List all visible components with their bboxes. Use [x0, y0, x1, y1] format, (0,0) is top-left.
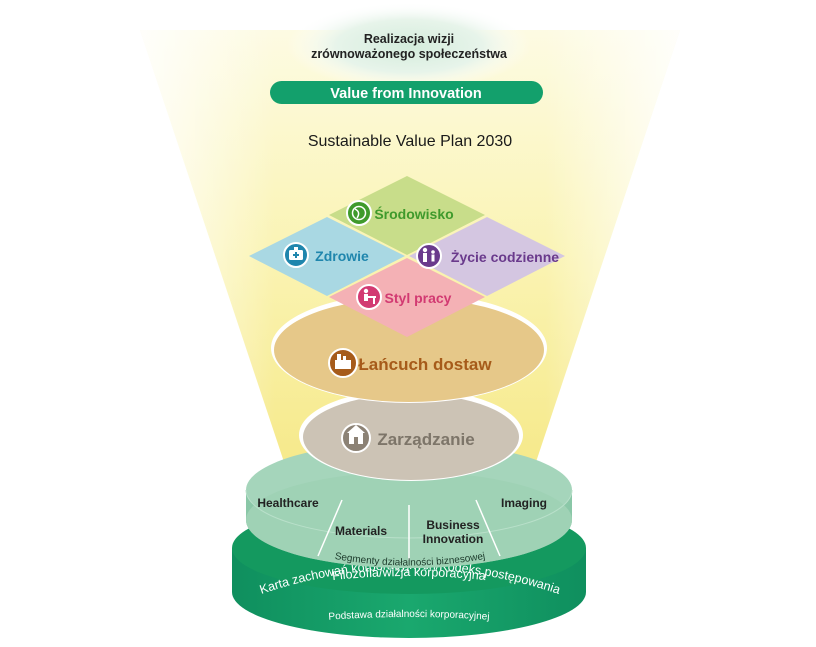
segment-divider: [475, 499, 501, 557]
theme-daily-life-tile: [409, 217, 565, 296]
foundation-philosophy-text: Filozofia/wizja korporacyjna: [332, 565, 487, 583]
desk-worker-icon: [356, 284, 382, 310]
theme-work-style-label: Styl pracy: [385, 290, 452, 306]
svg-text:Value from Innovation: Value from Innovation: [330, 86, 481, 102]
plan-title: Sustainable Value Plan 2030: [308, 133, 512, 150]
segment-materials: Materials: [335, 524, 387, 538]
segment-divider: [317, 499, 343, 557]
foundation-caption: Podstawa działalności korporacyjnej: [328, 609, 490, 623]
theme-environment-tile: [329, 176, 485, 255]
factory-icon: [328, 348, 358, 378]
theme-environment-label: Środowisko: [374, 205, 453, 222]
family-icon: [416, 243, 442, 269]
medical-kit-icon: [283, 242, 309, 268]
building-icon: [341, 423, 371, 453]
theme-work-style-tile: [329, 258, 485, 337]
value-from-innovation-banner: Value from Innovation: [270, 81, 543, 104]
theme-health-tile: [249, 217, 405, 296]
globe-icon: [346, 200, 372, 226]
supply-chain-layer: Łańcuch dostaw: [271, 293, 547, 403]
theme-health-label: Zdrowie: [315, 248, 369, 264]
segment-imaging: Imaging: [501, 496, 547, 510]
segment-healthcare: Healthcare: [257, 496, 319, 510]
theme-daily-life-label: Życie codzienne: [451, 249, 559, 265]
vision-text-line2: zrównoważonego społeczeństwa: [311, 47, 508, 61]
management-label: Zarządzanie: [377, 430, 474, 449]
themes-group: Środowisko Zdrowie Życie codzienne: [249, 176, 565, 337]
vision-text-line1: Realizacja wizji: [364, 32, 454, 46]
segment-label-line: Innovation: [423, 532, 484, 546]
supply-chain-label: Łańcuch dostaw: [358, 355, 492, 374]
vision-glow: [287, 2, 531, 90]
segment-label-line: Business: [426, 518, 480, 532]
management-layer: Zarządzanie: [299, 389, 523, 481]
